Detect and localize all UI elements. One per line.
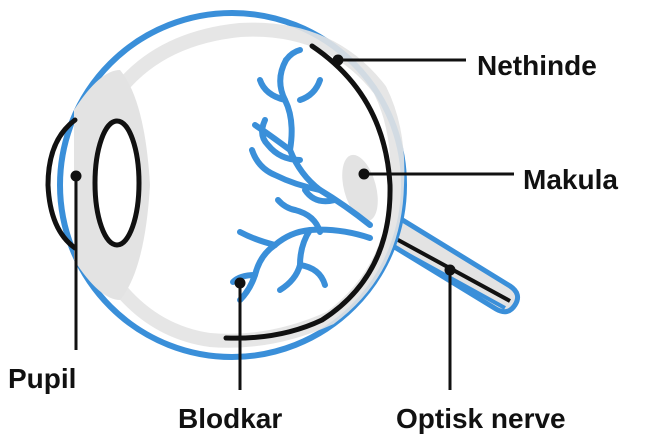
label-retina: Nethinde bbox=[477, 52, 597, 80]
lens bbox=[95, 121, 139, 245]
leader-optic-dot bbox=[446, 266, 454, 274]
label-blood-vessels: Blodkar bbox=[178, 405, 282, 433]
label-macula: Makula bbox=[523, 166, 618, 194]
leader-retina-dot bbox=[334, 56, 342, 64]
leader-blood-dot bbox=[236, 279, 244, 287]
label-optic-nerve: Optisk nerve bbox=[396, 405, 566, 433]
leader-pupil-dot bbox=[72, 172, 80, 180]
leader-macula-dot bbox=[360, 170, 368, 178]
label-pupil: Pupil bbox=[8, 365, 76, 393]
